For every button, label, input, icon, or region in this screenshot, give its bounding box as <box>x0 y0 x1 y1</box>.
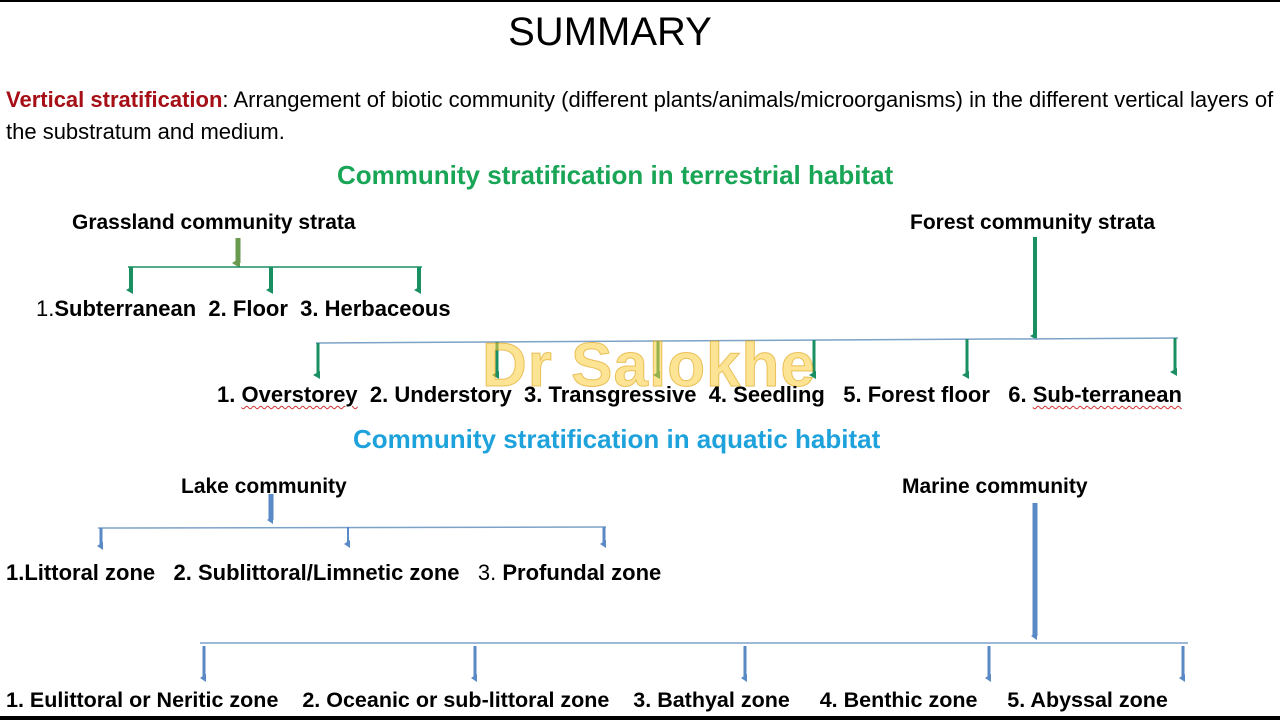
definition: Vertical stratification: Arrangement of … <box>6 84 1276 148</box>
stratum-transgressive: Transgressive <box>548 382 697 407</box>
stratum-number: 2. <box>369 382 389 407</box>
zone-eulittoral-neritic: Eulittoral or Neritic zone <box>29 688 279 712</box>
marine-zones: 1. Eulittoral or Neritic zone 2. Oceanic… <box>6 688 1168 713</box>
zone-benthic: Benthic zone <box>843 688 978 712</box>
forest-label: Forest community strata <box>910 211 1156 234</box>
stratum-forest-floor: Forest floor <box>867 382 990 407</box>
stratum-number: 2. <box>208 296 227 321</box>
stratum-seedling: Seedling <box>733 382 825 407</box>
zone-number: 3. <box>633 688 652 712</box>
terrestrial-heading: Community stratification in terrestrial … <box>337 160 894 190</box>
watermark: Dr Salokhe <box>482 331 816 401</box>
slide-title: SUMMARY <box>508 10 712 54</box>
zone-number: 2. <box>302 688 321 712</box>
zone-abyssal: Abyssal zone <box>1030 688 1168 712</box>
stratum-overstorey: Overstorey <box>241 382 358 407</box>
aquatic-heading: Community stratification in aquatic habi… <box>353 424 881 454</box>
stratum-number: 5. <box>843 382 862 407</box>
definition-separator: : <box>222 87 229 112</box>
stratum-understory: Understory <box>394 382 512 407</box>
grassland-label: Grassland community strata <box>72 211 356 234</box>
lake-label: Lake community <box>181 475 347 498</box>
stratum-number: 4. <box>708 382 728 407</box>
stratum-number: 3. <box>523 382 543 407</box>
zone-oceanic-sublittoral: Oceanic or sub-littoral zone <box>326 688 610 712</box>
zone-sublittoral-limnetic: Sublittoral/Limnetic zone <box>197 560 460 585</box>
forest-strata: 1. Overstorey 2. Understory 3. Transgres… <box>217 382 1182 408</box>
stratum-subterranean: Subterranean <box>54 296 197 321</box>
zone-number: 1. <box>6 560 25 585</box>
zone-number: 1. <box>6 688 24 712</box>
marine-connectors <box>200 503 1188 682</box>
zone-number: 3. <box>477 560 497 585</box>
definition-term: Vertical stratification <box>6 87 223 112</box>
stratum-number: 6. <box>1008 382 1027 407</box>
stratum-number: 3. <box>300 296 319 321</box>
marine-label: Marine community <box>902 475 1088 498</box>
stratum-number: 1. <box>36 296 55 321</box>
stratum-number: 1. <box>217 382 236 407</box>
grassland-strata: 1.Subterranean 2. Floor 3. Herbaceous <box>36 296 451 322</box>
stratum-floor: Floor <box>232 296 288 321</box>
zone-number: 5. <box>1007 688 1026 712</box>
forest-connectors <box>313 237 1179 379</box>
stratum-herbaceous: Herbaceous <box>324 296 451 321</box>
grassland-connectors <box>126 238 422 294</box>
zone-littoral: Littoral zone <box>24 560 156 585</box>
definition-text: Arrangement of biotic community (differe… <box>6 87 1274 144</box>
lake-connectors <box>97 494 607 550</box>
zone-number: 4. <box>819 688 838 712</box>
zone-bathyal: Bathyal zone <box>657 688 790 712</box>
lake-zones: 1.Littoral zone 2. Sublittoral/Limnetic … <box>6 560 661 586</box>
bottom-border <box>0 716 1280 720</box>
zone-profundal: Profundal zone <box>502 560 662 585</box>
top-border <box>0 0 1280 2</box>
zone-number: 2. <box>173 560 192 585</box>
stratum-sub-terranean: Sub-terranean <box>1032 382 1182 407</box>
